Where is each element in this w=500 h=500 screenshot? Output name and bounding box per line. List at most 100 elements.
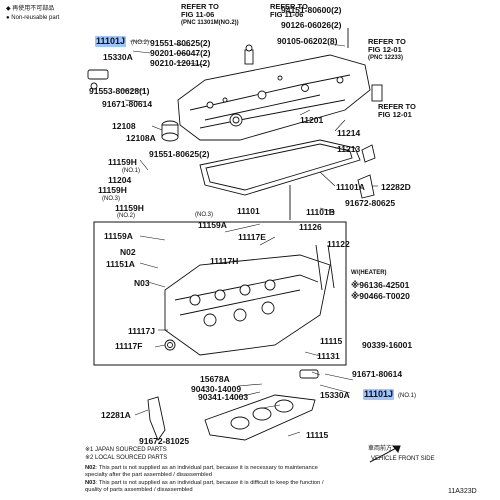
note-n03-cont: quality of parts assembled / disassemble…	[85, 487, 193, 494]
part-label[interactable]: 11214	[337, 128, 361, 138]
part-label[interactable]: 12281A	[101, 410, 131, 420]
bracket-right-drawing	[357, 144, 376, 199]
legend-nonreuse-text: Non-reusable part	[11, 15, 60, 21]
footer-local-sourced: ※2 LOCAL SOURCED PARTS	[85, 455, 168, 461]
part-label[interactable]: 94151-80600(2)	[281, 5, 342, 15]
note-text: quality of parts assembled / disassemble…	[85, 487, 193, 493]
front-label-en: VEHICLE FRONT SIDE	[371, 456, 435, 462]
part-label[interactable]: 91553-80628(1)	[89, 86, 150, 96]
part-sub: (NO.1)	[398, 393, 416, 399]
cylinder-head-group-box	[93, 221, 347, 366]
note-n03: N03: This part is not supplied as an ind…	[85, 480, 324, 487]
refer-line: FIG 12-01	[368, 45, 402, 55]
part-label[interactable]: 11201	[300, 115, 324, 125]
legend-reuse-text: 再使用不可部品	[12, 6, 55, 12]
part-label[interactable]: 90339-16001	[362, 340, 413, 350]
note-text: : This part is not supplied as an indivi…	[95, 480, 324, 486]
part-label[interactable]: 11131	[317, 351, 340, 361]
part-label[interactable]: 91551-80625(2)	[150, 38, 211, 48]
part-highlight-upper[interactable]: 11101J	[95, 36, 127, 47]
part-label[interactable]: 11101B	[306, 207, 335, 217]
part-label[interactable]: 11213	[337, 144, 361, 154]
front-label-jp: 車両前方	[368, 446, 393, 452]
part-label[interactable]: 11159H	[115, 203, 144, 213]
part-number: 11101J	[96, 36, 126, 46]
part-label[interactable]: 90210-12011(2)	[150, 58, 211, 68]
heater-note: W/(HEATER)	[351, 270, 387, 276]
part-label[interactable]: 90430-14009	[191, 384, 242, 394]
part-label[interactable]: 90105-06202(8)	[277, 36, 338, 46]
part-sub: (NO.3)	[195, 212, 213, 218]
part-highlight-lower[interactable]: 11101J	[363, 389, 395, 400]
refer-line: FIG 11-06	[270, 10, 304, 20]
part-label[interactable]: ※96136-42501	[351, 280, 410, 290]
cylinder-head-drawing	[164, 254, 331, 356]
refer-fig-12-01-pnc[interactable]: REFER TO FIG 12-01 (PNC 12233)	[368, 37, 406, 61]
vehicle-front-arrow	[369, 445, 401, 463]
cylinder-head-cover-drawing	[177, 44, 371, 141]
refer-fig-12-01[interactable]: REFER TO FIG 12-01	[378, 102, 416, 120]
part-label[interactable]: 91671-80614	[102, 99, 153, 109]
note-code: N02	[85, 465, 96, 471]
long-bolts-drawing	[289, 28, 349, 291]
part-sub: (NO.2)	[131, 40, 149, 46]
part-label[interactable]: N02	[120, 247, 136, 257]
part-label[interactable]: 11159A	[198, 220, 227, 230]
refer-line: FIG 11-06	[181, 10, 215, 20]
part-label[interactable]: 11101	[237, 206, 260, 216]
part-label[interactable]: 11117J	[128, 326, 155, 336]
part-sub: (NO.1)	[122, 168, 140, 174]
note-n02-cont: specialty after the part assembled / dis…	[85, 472, 212, 479]
part-label[interactable]: 12282D	[381, 182, 411, 192]
part-label[interactable]: 11122	[327, 239, 350, 249]
part-label[interactable]: 11126	[299, 222, 322, 232]
note-text: specialty after the part assembled / dis…	[85, 472, 212, 478]
note-text: : This part is not supplied as an indivi…	[95, 465, 318, 471]
sensor-upper-drawing	[87, 69, 109, 90]
part-sub: (NO.2)	[117, 213, 135, 219]
part-label[interactable]: 91672-81025	[139, 436, 190, 446]
refer-line: FIG 12-01	[378, 110, 412, 120]
part-label[interactable]: 11159A	[104, 231, 133, 241]
refer-line: REFER TO	[378, 102, 416, 111]
note-n02: N02: This part is not supplied as an ind…	[85, 465, 318, 472]
part-label[interactable]: 91551-80625(2)	[149, 149, 210, 159]
part-label[interactable]: 12108A	[126, 133, 156, 143]
part-label[interactable]: 90341-14003	[198, 392, 249, 402]
part-label[interactable]: ※90466-T0020	[351, 291, 410, 301]
refer-fig-11-06-pnc[interactable]: REFER TO FIG 11-06 (PNC 11301M(NO.2))	[181, 2, 239, 26]
part-label[interactable]: 15678A	[200, 374, 230, 384]
refer-line: REFER TO	[270, 2, 308, 11]
part-label[interactable]: 11151A	[106, 259, 135, 269]
part-label[interactable]: 11159H	[108, 157, 137, 167]
legend-nonreuse: ● Non-reusable part	[6, 15, 59, 21]
dot-icon: ●	[6, 15, 10, 21]
bracket-top-right-drawing	[371, 84, 383, 102]
part-label[interactable]: 90201-06047(2)	[150, 48, 211, 58]
refer-line: REFER TO	[368, 37, 406, 46]
part-label[interactable]: 11117H	[210, 256, 239, 266]
note-code: N03	[85, 480, 96, 486]
part-label[interactable]: 11204	[108, 175, 132, 185]
part-label[interactable]: 11101A	[336, 182, 365, 192]
refer-line: (PNC 11301M(NO.2))	[181, 19, 239, 26]
diagram-code: 11A323D	[448, 488, 477, 495]
part-label[interactable]: 11159H	[98, 185, 127, 195]
refer-fig-11-06[interactable]: REFER TO FIG 11-06	[270, 2, 308, 20]
part-label[interactable]: 91672-80625	[345, 198, 396, 208]
part-label[interactable]: 15330A	[320, 390, 350, 400]
part-label[interactable]: 12108	[112, 121, 136, 131]
part-label[interactable]: 91671-80614	[352, 369, 403, 379]
part-label[interactable]: N03	[134, 278, 150, 288]
refer-line: REFER TO	[181, 2, 219, 11]
part-label[interactable]: 90126-06026(2)	[281, 20, 342, 30]
part-label[interactable]: 15330A	[103, 52, 133, 62]
leader-lines	[120, 40, 378, 437]
part-label[interactable]: 11115	[306, 430, 329, 440]
refer-line: (PNC 12233)	[368, 54, 404, 61]
part-label[interactable]: 11115	[320, 336, 343, 346]
part-label[interactable]: 11117F	[115, 341, 143, 351]
part-label[interactable]: 11117E	[238, 232, 266, 242]
diamond-icon: ◆	[6, 6, 11, 12]
